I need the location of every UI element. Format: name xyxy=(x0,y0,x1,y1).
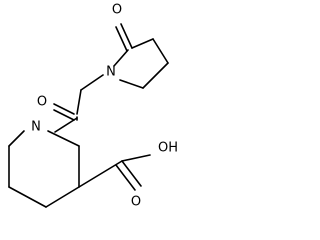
piperidine-nitrogen-label: N xyxy=(31,120,41,135)
bond-amide-co-b xyxy=(53,109,75,121)
pyrrolidinone-ring xyxy=(113,23,169,89)
bond-c4-c5 xyxy=(142,62,169,89)
acid-oxygen-label: O xyxy=(131,195,141,210)
acetyl-linker xyxy=(53,74,104,133)
pyrrolidine-nitrogen-label: N xyxy=(106,65,116,80)
piperidine-ring xyxy=(8,130,80,208)
ketone-oxygen-label: O xyxy=(112,3,122,18)
bond-n-c2 xyxy=(113,49,129,67)
bond-c6p-n xyxy=(8,130,25,147)
amide-oxygen-label: O xyxy=(37,95,47,110)
bond-amide-co-a xyxy=(53,103,75,115)
bond-c3p-c4p xyxy=(45,186,80,208)
bond-c-n-2 xyxy=(54,117,78,133)
bond-c2-c3 xyxy=(131,38,154,49)
bond-c2-o-a xyxy=(120,23,133,49)
bond-c2-o-b xyxy=(115,26,128,52)
bond-c3p-cooh xyxy=(78,160,123,188)
bond-c3-c4 xyxy=(152,38,169,64)
bond-c4p-c5p xyxy=(8,186,47,208)
carboxylic-acid xyxy=(78,154,151,191)
bond-n-ch2 xyxy=(80,74,104,91)
bond-cooh-oh xyxy=(121,154,151,162)
structure-diagram: O N O N OH O xyxy=(8,3,178,210)
hydroxyl-label: OH xyxy=(158,141,178,156)
bond-cooh-o-b xyxy=(115,164,136,191)
bond-ch2-c xyxy=(76,89,82,115)
bond-n-c2p xyxy=(47,130,80,147)
bond-cooh-o-a xyxy=(121,160,142,187)
bond-c5-n xyxy=(119,79,144,89)
